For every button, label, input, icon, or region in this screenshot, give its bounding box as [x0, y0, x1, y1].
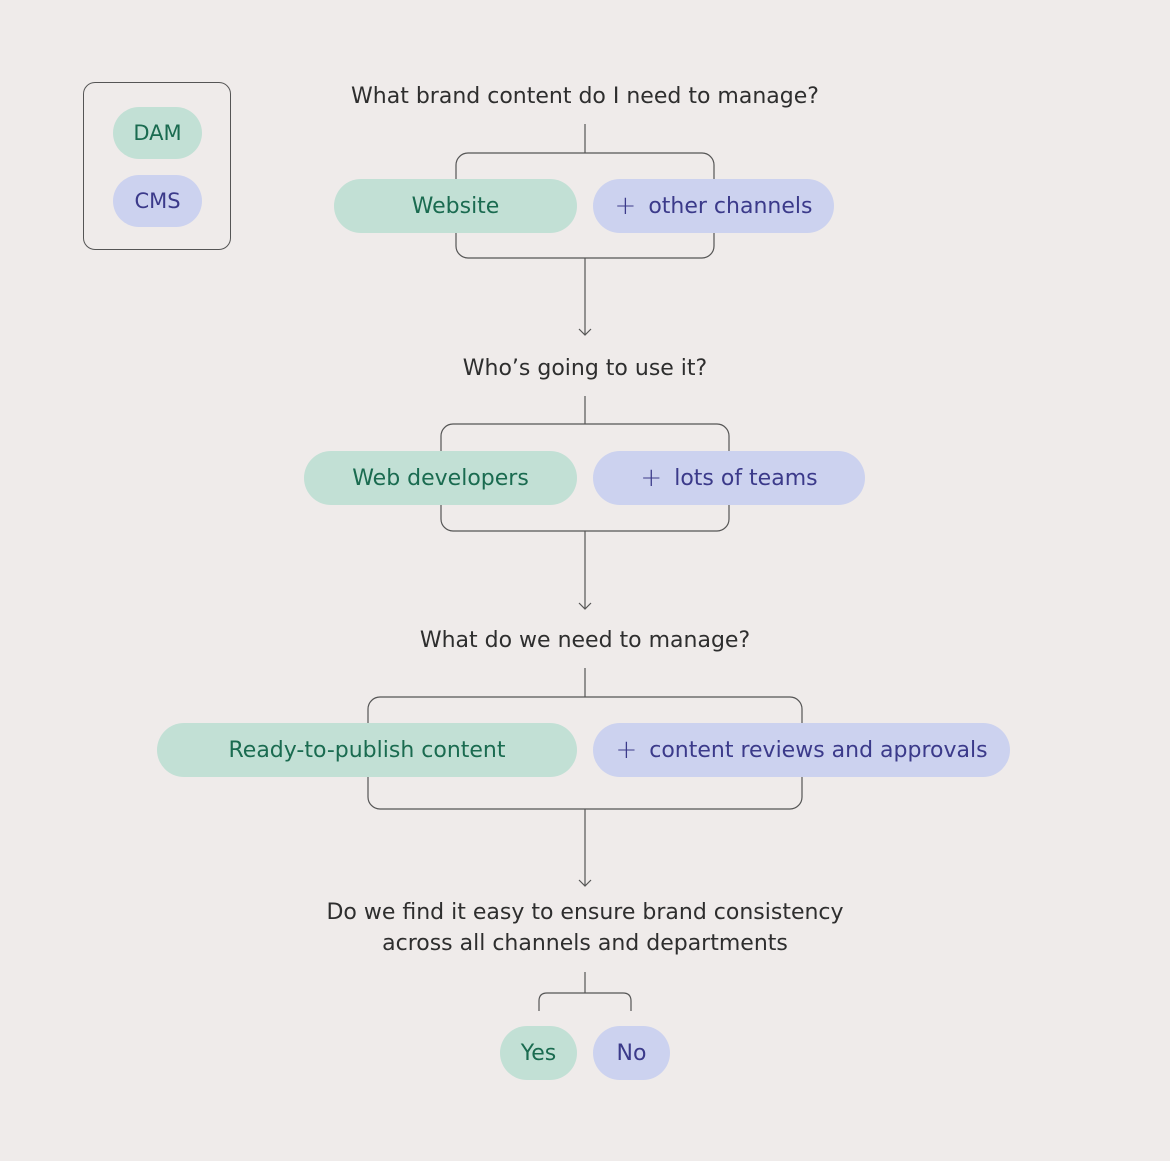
option-content-reviews: + content reviews and approvals	[593, 723, 1010, 777]
option-label: Yes	[520, 1040, 557, 1066]
option-web-developers: Web developers	[304, 451, 577, 505]
legend-cms-pill: CMS	[113, 175, 202, 227]
question-line: across all channels and departments	[382, 931, 788, 956]
option-label: Website	[411, 193, 500, 219]
option-label: Web developers	[352, 465, 529, 491]
legend: DAM CMS	[83, 82, 231, 250]
option-no: No	[593, 1026, 670, 1080]
legend-dam-pill: DAM	[113, 107, 202, 159]
option-label: Ready-to-publish content	[228, 737, 506, 763]
question-users: Who’s going to use it?	[462, 356, 708, 381]
arrow-head-icon	[578, 328, 592, 336]
option-label: lots of teams	[674, 465, 818, 491]
question-brand-consistency: Do we find it easy to ensure brand consi…	[185, 897, 985, 959]
plus-icon: +	[640, 463, 663, 493]
option-ready-to-publish: Ready-to-publish content	[157, 723, 577, 777]
arrow-head-icon	[578, 879, 592, 887]
legend-dam-label: DAM	[133, 121, 182, 145]
option-label: No	[616, 1040, 647, 1066]
legend-cms-label: CMS	[134, 189, 181, 213]
question-content-type: What brand content do I need to manage?	[351, 84, 819, 109]
branch-bracket	[538, 992, 632, 1011]
option-website: Website	[334, 179, 577, 233]
option-other-channels: + other channels	[593, 179, 834, 233]
plus-icon: +	[615, 735, 638, 765]
option-label: other channels	[648, 193, 813, 219]
question-line: Do we find it easy to ensure brand consi…	[326, 900, 844, 925]
option-lots-of-teams: + lots of teams	[593, 451, 865, 505]
option-label: content reviews and approvals	[649, 737, 988, 763]
option-yes: Yes	[500, 1026, 577, 1080]
plus-icon: +	[614, 191, 637, 221]
arrow-head-icon	[578, 602, 592, 610]
question-manage: What do we need to manage?	[419, 628, 751, 653]
